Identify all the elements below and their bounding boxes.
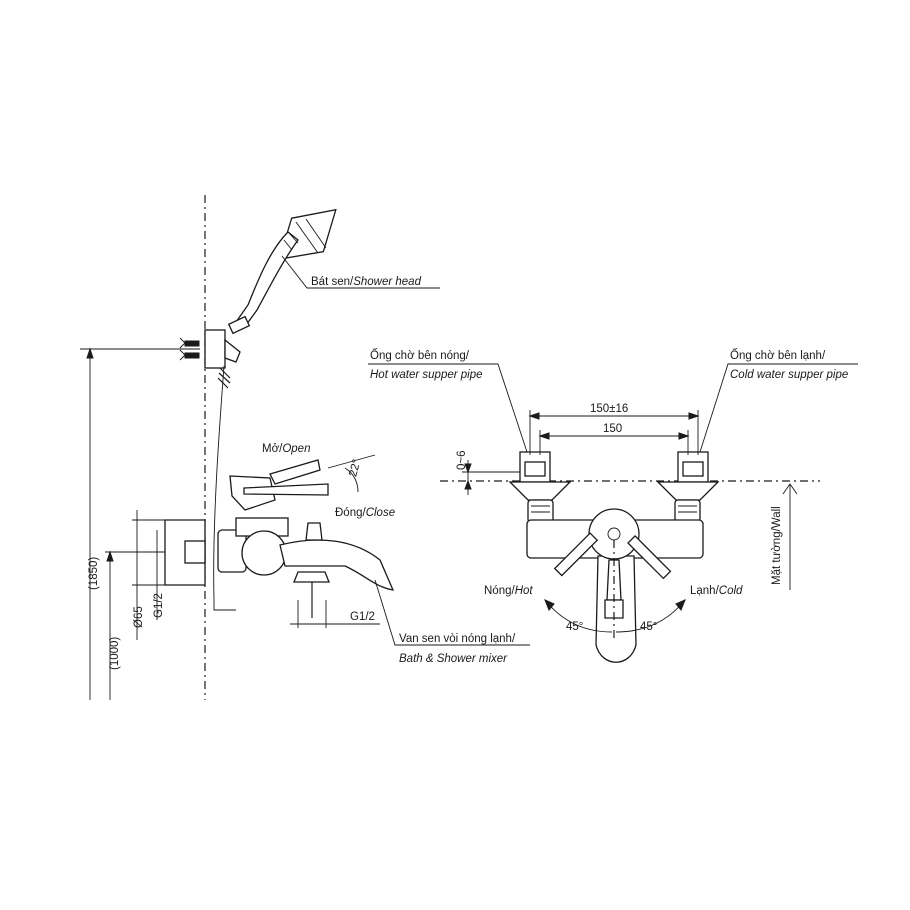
mixer-leader — [374, 579, 530, 646]
bath-shower-mixer-side — [164, 459, 395, 618]
mixer-label-vi: Van sen vòi nóng lạnh/ — [399, 633, 516, 645]
angle-arcs — [544, 599, 686, 633]
handle-positions — [553, 532, 672, 640]
bath-shower-mixer-front — [508, 481, 720, 663]
wall-marker: Mặt tường/Wall — [771, 483, 798, 590]
shower-head — [227, 208, 337, 335]
svg-text:150: 150 — [603, 423, 622, 435]
angle-45-right: 45° — [640, 621, 657, 633]
svg-text:0~6: 0~6 — [456, 450, 468, 470]
svg-text:Mặt tường/Wall: Mặt tường/Wall — [771, 506, 783, 585]
dim-phi65: Ø65 — [132, 510, 165, 640]
shower-head-leader — [281, 255, 440, 289]
dim-150: 150 — [538, 423, 690, 455]
close-label: Đóng/Close — [335, 507, 395, 519]
shower-head-label: Bát sen/Shower head — [311, 276, 422, 288]
angle-45-left: 45° — [566, 621, 583, 633]
hot-pipe-leader — [368, 363, 528, 453]
angle-22-ref — [327, 454, 376, 469]
open-label: Mở/Open — [262, 443, 310, 455]
mixer-label-en: Bath & Shower mixer — [399, 653, 508, 665]
cold-pipe-leader — [699, 363, 858, 453]
supply-pipes — [519, 451, 709, 483]
hot-pipe-label-vi: Ống chờ bên nóng/ — [370, 348, 470, 362]
svg-text:G1/2: G1/2 — [153, 593, 165, 618]
hot-pipe-label-en: Hot water supper pipe — [370, 369, 483, 381]
hot-label: Nóng/Hot — [484, 585, 533, 597]
svg-text:(1000): (1000) — [109, 637, 121, 670]
svg-text:(1850): (1850) — [88, 557, 100, 590]
svg-text:Ø65: Ø65 — [133, 606, 145, 628]
svg-text:150±16: 150±16 — [590, 403, 628, 415]
angle-22-arc — [344, 467, 359, 493]
shower-hose — [213, 365, 236, 611]
angle-22-label: 22° — [347, 458, 363, 478]
wall-bracket — [179, 329, 241, 369]
hose-coil — [217, 367, 231, 389]
cold-label: Lạnh/Cold — [690, 585, 743, 597]
dim-g12-left: G1/2 — [153, 530, 165, 620]
g12-bottom-label: G1/2 — [350, 611, 375, 623]
cold-pipe-label-vi: Ống chờ bên lạnh/ — [730, 348, 826, 362]
dim-1850: (1850) — [80, 347, 200, 700]
cold-pipe-label-en: Cold water supper pipe — [730, 369, 848, 381]
dim-1000: (1000) — [105, 550, 165, 700]
dim-0-6: 0~6 — [456, 450, 520, 495]
dim-150-16: 150±16 — [528, 403, 700, 455]
